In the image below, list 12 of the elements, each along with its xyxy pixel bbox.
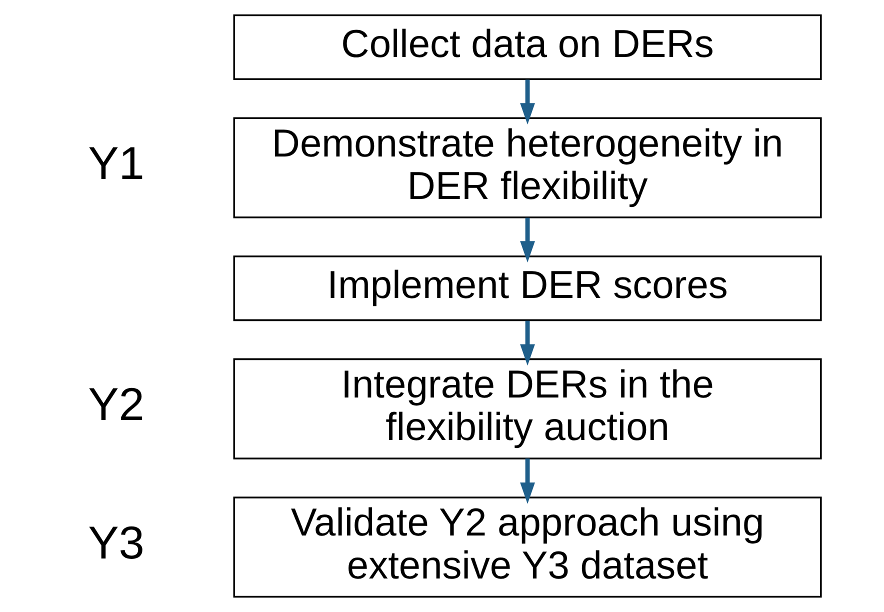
arrow	[520, 80, 535, 124]
label: Y2	[88, 378, 144, 430]
node-box: Implement DER scores	[233, 255, 822, 322]
arrow	[520, 320, 535, 366]
arrow	[520, 458, 535, 504]
node-box: Demonstrate heterogeneity in DER flexibility	[233, 117, 822, 218]
node-box: Integrate DERs in the flexibility auction	[233, 358, 822, 460]
label: Y3	[88, 516, 144, 568]
node-box: Validate Y2 approach using extensive Y3 dataset	[233, 496, 822, 598]
label: Y1	[88, 136, 144, 189]
node-box: Collect data on DERs	[233, 14, 822, 80]
arrow	[520, 218, 535, 262]
